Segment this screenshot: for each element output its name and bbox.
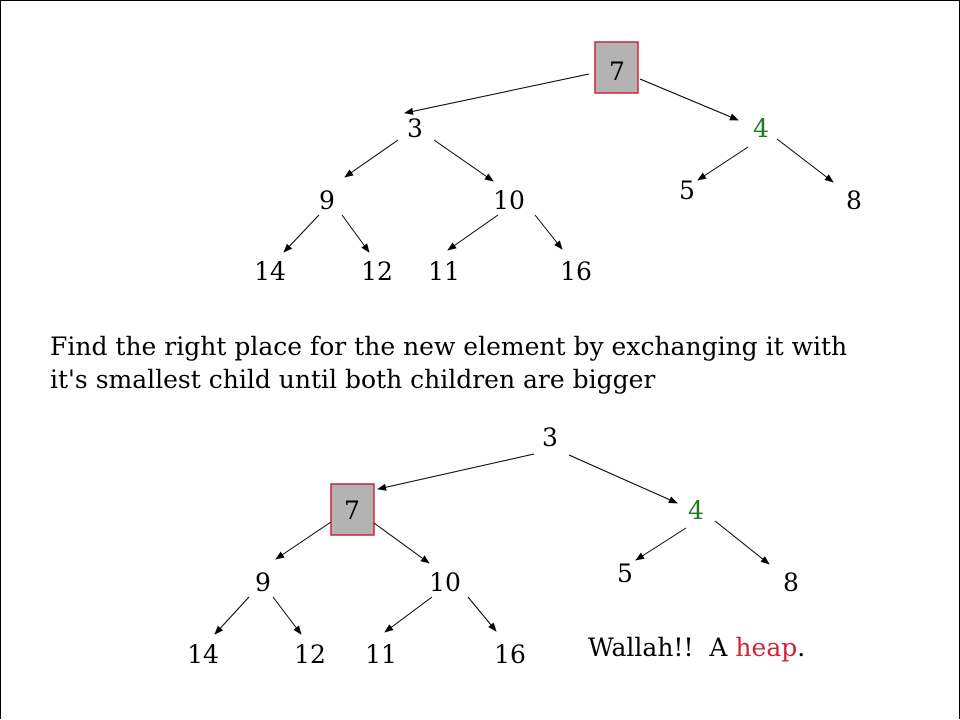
edge-9-12 [341,214,370,253]
edge-10-16 [534,214,563,250]
node-root: 7 [609,57,625,86]
edge2-root-left [377,453,535,491]
tree-after: 3 7 4 9 10 5 8 14 12 11 16 [187,423,799,669]
node-ll-left: 14 [254,257,286,286]
node-right-left: 5 [679,176,695,205]
edge-9-14 [283,214,320,253]
edge2-left-leftchild [275,521,332,560]
node2-left-right: 10 [429,568,461,597]
edge-left-rightchild [433,139,494,182]
edge-root-left [404,73,590,115]
footer-prefix: Wallah!! A [588,633,736,662]
node2-ll-right: 12 [294,640,326,669]
edge2-9-14 [214,596,250,635]
edge-right-leftchild [697,146,749,181]
edge2-root-right [568,454,678,504]
caption-line-1: Find the right place for the new element… [50,332,848,361]
caption-line-2: it's smallest child until both children … [50,365,656,394]
node2-right: 4 [688,496,704,525]
footer-heap-word: heap [735,633,798,662]
edge2-10-16 [467,596,497,632]
node2-left: 7 [344,496,360,525]
node2-ll-left: 14 [187,640,219,669]
highlight-box-root [594,41,639,94]
node2-lr-right: 16 [494,640,526,669]
node2-right-right: 8 [783,568,799,597]
edge-left-leftchild [344,139,399,178]
node-left: 3 [407,114,423,143]
node2-left-left: 9 [255,568,271,597]
edge2-left-rightchild [373,522,430,564]
node-ll-right: 12 [361,257,393,286]
tree-before: 7 3 4 9 10 5 8 14 12 11 16 [254,41,862,286]
edge2-10-11 [384,596,433,633]
highlight-box-moved [330,483,375,536]
node-lr-right: 16 [560,257,592,286]
caption: Find the right place for the new element… [50,330,950,396]
node-left-right: 10 [493,186,525,215]
edge2-right-rightchild [714,520,770,565]
node-right-right: 8 [846,186,862,215]
node2-root: 3 [542,423,558,452]
node-left-left: 9 [319,186,335,215]
node2-lr-left: 11 [365,640,397,669]
node2-right-left: 5 [617,559,633,588]
footer-note: Wallah!! A heap. [588,633,805,662]
edge-10-11 [447,214,499,251]
edge2-9-12 [272,596,302,635]
node-lr-left: 11 [428,257,460,286]
edge-root-right [639,78,739,121]
edge-right-rightchild [776,138,834,183]
edge2-right-leftchild [635,527,687,561]
node-right: 4 [753,114,769,143]
footer-suffix: . [797,633,806,662]
